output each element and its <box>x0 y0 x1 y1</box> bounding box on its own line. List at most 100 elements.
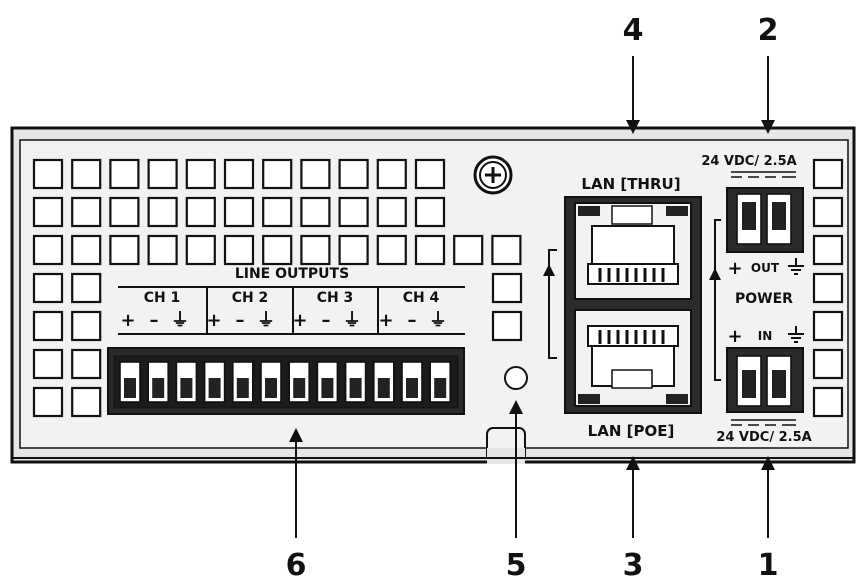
ground-icon: ⏚ <box>257 310 275 331</box>
vent-slot <box>32 158 64 190</box>
vent-slot <box>185 158 216 190</box>
vent-slot <box>376 196 407 228</box>
vent-slot <box>491 310 523 342</box>
vent-slot <box>491 234 522 266</box>
vent-slot <box>71 348 102 380</box>
vent-slot <box>71 272 102 304</box>
power-out-plus: + <box>727 258 742 279</box>
vent-slot <box>32 386 64 418</box>
vent-slot <box>414 158 446 190</box>
vent-slot <box>71 158 102 190</box>
vent-slot <box>414 234 446 266</box>
vent-slot <box>300 196 331 228</box>
vent-slot <box>71 234 102 266</box>
lan-thru-port[interactable] <box>574 202 692 300</box>
power-in-connector[interactable] <box>726 347 804 413</box>
vent-slot <box>262 196 293 228</box>
ground-icon: ⏚ <box>429 310 447 331</box>
vent-slot <box>414 196 446 228</box>
vent-slot <box>453 234 484 266</box>
callout-2: 2 <box>758 13 779 48</box>
plus-sign: + <box>206 310 221 331</box>
vent-slot <box>71 310 102 342</box>
vent-slot <box>185 196 216 228</box>
vent-slot <box>32 234 64 266</box>
power-rating-bottom: 24 VDC/ 2.5A <box>716 430 811 445</box>
callout-4: 4 <box>623 13 644 48</box>
vent-slot <box>32 272 64 304</box>
vent-slot <box>147 196 178 228</box>
status-led-icon <box>504 366 528 390</box>
vent-slot <box>338 158 369 190</box>
vent-slot <box>812 386 844 418</box>
vent-slot <box>338 196 369 228</box>
power-in-label: IN <box>758 329 773 343</box>
vent-slot <box>491 272 523 304</box>
channel-label-1: CH 1 <box>144 290 181 306</box>
vent-slot <box>812 196 844 228</box>
vent-slot <box>338 234 369 266</box>
vent-slot <box>71 386 102 418</box>
vent-slot <box>223 158 255 190</box>
vent-slot <box>812 158 844 190</box>
line-outputs-section: LINE OUTPUTS CH 1 CH 2 CH 3 CH 4 +–⏚+–⏚+… <box>118 266 465 335</box>
ground-icon: ⏚ <box>171 310 189 331</box>
vent-slot <box>262 158 293 190</box>
vent-slot <box>812 310 844 342</box>
vent-slot <box>32 310 64 342</box>
vent-slot <box>71 196 102 228</box>
power-section: 24 VDC/ 2.5A + OUT POWER + IN <box>701 154 811 445</box>
vent-slot <box>109 196 140 228</box>
ground-icon <box>788 258 804 275</box>
vent-slot <box>812 348 844 380</box>
vent-slot <box>300 158 331 190</box>
lan-poe-label: LAN [POE] <box>588 422 675 440</box>
callout-6: 6 <box>286 548 307 582</box>
vent-slot <box>147 158 178 190</box>
plus-sign: + <box>120 310 135 331</box>
vent-slot <box>262 234 293 266</box>
vent-slot <box>147 234 178 266</box>
ground-icon <box>788 326 804 343</box>
line-outputs-title: LINE OUTPUTS <box>235 266 349 282</box>
callout-1: 1 <box>758 548 779 582</box>
polarity-markings: +–⏚+–⏚+–⏚+–⏚ <box>120 310 447 331</box>
vent-slot <box>300 234 331 266</box>
vent-slot <box>32 348 64 380</box>
vent-slot <box>223 196 255 228</box>
vent-slot <box>812 272 844 304</box>
line-output-terminal-block <box>107 347 465 415</box>
callout-3: 3 <box>623 548 644 582</box>
vent-slot <box>376 158 407 190</box>
minus-sign: – <box>322 310 331 331</box>
channel-label-3: CH 3 <box>317 290 354 306</box>
channel-label-2: CH 2 <box>232 290 269 306</box>
lan-poe-port[interactable] <box>574 309 692 407</box>
vent-slot <box>376 234 407 266</box>
ventilation-grid <box>32 158 844 418</box>
callouts: 4 2 6 5 3 1 <box>286 13 779 582</box>
vent-slot <box>32 196 64 228</box>
power-in-plus: + <box>727 326 742 347</box>
vent-slot <box>223 234 255 266</box>
plus-sign: + <box>292 310 307 331</box>
power-out-label: OUT <box>751 261 780 275</box>
vent-slot <box>185 234 216 266</box>
lan-ports-section: LAN [THRU] LAN [POE] <box>543 175 702 440</box>
minus-sign: – <box>150 310 159 331</box>
plus-sign: + <box>378 310 393 331</box>
lan-thru-label: LAN [THRU] <box>581 175 680 193</box>
vent-slot <box>109 234 140 266</box>
minus-sign: – <box>236 310 245 331</box>
ground-icon: ⏚ <box>343 310 361 331</box>
channel-label-4: CH 4 <box>403 290 440 306</box>
minus-sign: – <box>408 310 417 331</box>
phillips-screw-icon <box>473 155 513 195</box>
vent-slot <box>109 158 140 190</box>
power-title: POWER <box>735 291 793 307</box>
vent-slot <box>812 234 844 266</box>
power-rating-top: 24 VDC/ 2.5A <box>701 154 796 169</box>
power-out-connector[interactable] <box>726 187 804 253</box>
callout-5: 5 <box>506 548 527 582</box>
